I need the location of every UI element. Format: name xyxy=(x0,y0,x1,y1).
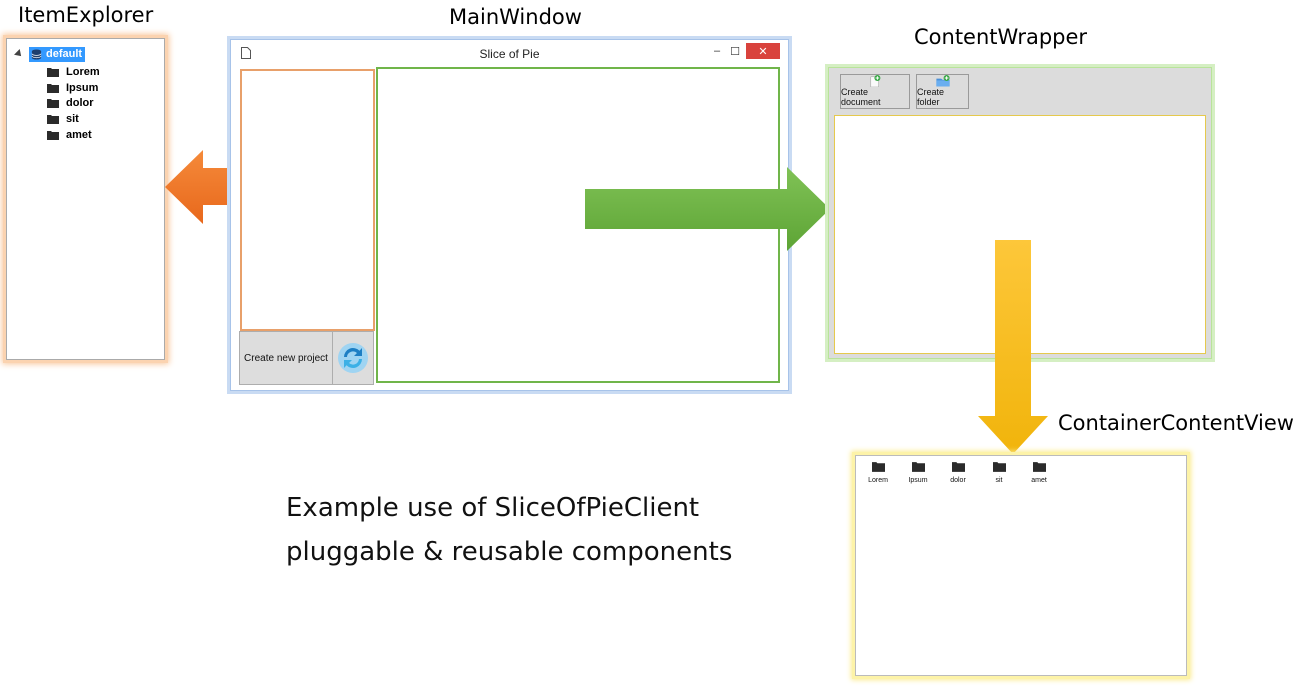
label-main-window: MainWindow xyxy=(449,5,582,29)
create-folder-button[interactable]: Create folder xyxy=(916,74,969,109)
caption-line-2: pluggable & reusable components xyxy=(286,537,733,567)
tree-item[interactable]: sit xyxy=(47,111,79,127)
tree-item-label: sit xyxy=(66,113,79,125)
folder-icon xyxy=(1032,462,1046,472)
tree-item-label: Lorem xyxy=(66,66,100,78)
expand-triangle-icon[interactable] xyxy=(14,49,24,59)
content-item-label: Ipsum xyxy=(908,477,928,484)
create-folder-label: Create folder xyxy=(917,87,945,107)
label-item-explorer: ItemExplorer xyxy=(18,3,154,27)
folder-icon xyxy=(47,84,59,93)
close-button[interactable]: ✕ xyxy=(746,43,780,59)
title-bar: Slice of Pie – ☐ ✕ xyxy=(231,40,788,66)
content-item-label: amet xyxy=(1031,477,1047,484)
window-title: Slice of Pie xyxy=(479,47,540,61)
tree-root-label: default xyxy=(46,48,83,60)
folder-icon xyxy=(47,131,59,140)
item-explorer-slot xyxy=(240,69,375,331)
new-folder-icon xyxy=(935,75,950,87)
database-icon xyxy=(31,48,42,60)
content-item[interactable]: dolor xyxy=(943,461,973,484)
folder-icon xyxy=(951,462,965,472)
tree-item-label: dolor xyxy=(66,97,94,109)
label-container-content-view: ContainerContentView xyxy=(1058,411,1294,435)
content-item[interactable]: sit xyxy=(984,461,1014,484)
folder-icon xyxy=(911,462,925,472)
tree-item[interactable]: dolor xyxy=(47,95,94,111)
tree-root-selected[interactable]: default xyxy=(29,46,86,62)
content-item[interactable]: Lorem xyxy=(863,461,893,484)
caption-line-1: Example use of SliceOfPieClient xyxy=(286,493,700,523)
tree-item-label: Ipsum xyxy=(66,82,99,94)
folder-icon xyxy=(47,115,59,124)
content-item[interactable]: amet xyxy=(1024,461,1054,484)
folder-icon xyxy=(47,99,59,108)
maximize-button[interactable]: ☐ xyxy=(730,45,740,58)
tree-item[interactable]: Ipsum xyxy=(47,80,98,96)
create-project-button[interactable]: Create new project xyxy=(239,331,333,385)
tree-item[interactable]: Lorem xyxy=(47,64,100,80)
folder-icon xyxy=(47,68,59,77)
tree-item[interactable]: amet xyxy=(47,127,92,143)
create-document-label: Create document xyxy=(841,87,881,107)
tree-root-row[interactable]: default xyxy=(14,46,86,62)
document-icon xyxy=(241,47,251,59)
new-document-icon xyxy=(870,75,881,87)
content-item[interactable]: Ipsum xyxy=(903,461,933,484)
folder-icon xyxy=(871,462,885,472)
label-content-wrapper: ContentWrapper xyxy=(914,25,1088,49)
minimize-button[interactable]: – xyxy=(713,45,721,57)
tree-item-label: amet xyxy=(66,129,92,141)
content-item-label: Lorem xyxy=(868,477,888,484)
container-content-view: Lorem Ipsum dolor sit amet xyxy=(855,455,1187,676)
refresh-icon xyxy=(338,343,368,373)
create-document-button[interactable]: Create document xyxy=(840,74,910,109)
refresh-button[interactable] xyxy=(332,331,374,385)
arrow-down-yellow-icon xyxy=(978,240,1048,454)
content-item-label: sit xyxy=(995,477,1003,484)
item-explorer-panel: default Lorem Ipsum dolor sit amet xyxy=(6,38,165,360)
folder-icon xyxy=(992,462,1006,472)
arrow-right-green-icon xyxy=(585,167,830,251)
content-item-label: dolor xyxy=(950,477,966,484)
caption: Example use of SliceOfPieClient pluggabl… xyxy=(286,486,732,574)
